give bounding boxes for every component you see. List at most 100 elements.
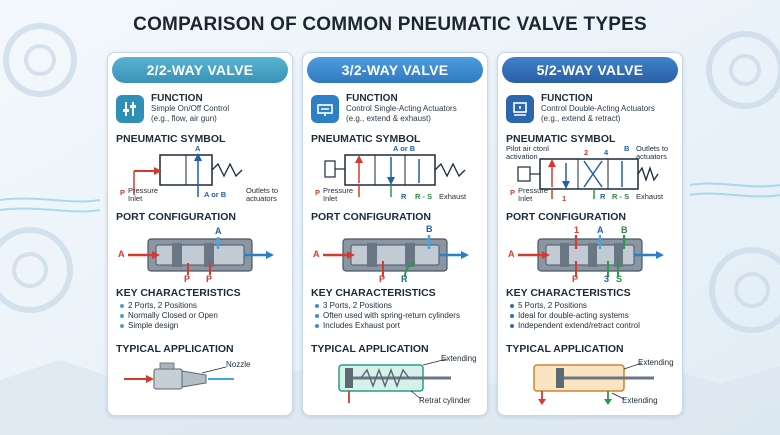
ports-title: PORT CONFIGURATION bbox=[506, 211, 626, 223]
port-p-label: P bbox=[510, 188, 516, 197]
pneumatic-symbol: A P Pressure Inlet A or B Outlets to act… bbox=[114, 145, 286, 207]
function-desc-line1: Simple On/Off Control bbox=[151, 104, 230, 113]
port-p-label: P bbox=[120, 188, 126, 197]
actuators-label: actuators bbox=[246, 194, 277, 203]
port-p2: P bbox=[206, 274, 213, 284]
port-p1: P bbox=[184, 274, 191, 284]
function-row: FUNCTION Simple On/Off Control (e.g., fl… bbox=[116, 93, 284, 129]
valve-slider-icon bbox=[116, 95, 144, 123]
list-item: 3 Ports, 2 Positions bbox=[315, 301, 477, 311]
list-item: Often used with spring-return cylinders bbox=[315, 311, 477, 321]
function-title: FUNCTION bbox=[346, 93, 398, 104]
extending-label-2: Extending bbox=[622, 396, 658, 405]
port-a-label: A bbox=[195, 144, 201, 153]
card-header: 2/2-WAY VALVE bbox=[112, 57, 288, 83]
pressure-label: Pressure bbox=[128, 186, 159, 195]
exhaust-label: Exhaust bbox=[636, 192, 664, 201]
inlet-label: Inlet bbox=[128, 194, 143, 203]
characteristics-list: 2 Ports, 2 Positions Normally Closed or … bbox=[120, 301, 282, 339]
list-item: Normally Closed or Open bbox=[120, 311, 282, 321]
actuators-label: actuators bbox=[636, 152, 667, 161]
port-a-top: A bbox=[215, 226, 222, 236]
characteristics-list: 3 Ports, 2 Positions Often used with spr… bbox=[315, 301, 477, 339]
function-desc-line1: Control Double-Acting Actuators bbox=[541, 104, 655, 113]
application-title: TYPICAL APPLICATION bbox=[506, 343, 624, 355]
function-desc-line2: (e.g., extend & exhaust) bbox=[346, 114, 431, 123]
list-item: 2 Ports, 2 Positions bbox=[120, 301, 282, 311]
a-or-b-label: A or B bbox=[393, 144, 416, 153]
port-1-label: 1 bbox=[562, 194, 567, 203]
characteristics-list: 5 Ports, 2 Positions Ideal for double-ac… bbox=[510, 301, 672, 339]
port-p: P bbox=[379, 274, 386, 284]
symbol-title: PNEUMATIC SYMBOL bbox=[506, 133, 616, 145]
application-title: TYPICAL APPLICATION bbox=[116, 343, 234, 355]
ports-title: PORT CONFIGURATION bbox=[116, 211, 236, 223]
port-a-left: A bbox=[508, 249, 515, 259]
port-a-left: A bbox=[118, 249, 125, 259]
application-diagram: Nozzle bbox=[114, 355, 286, 413]
symbol-title: PNEUMATIC SYMBOL bbox=[311, 133, 421, 145]
inlet-label: Inlet bbox=[323, 194, 338, 203]
function-desc-line1: Control Single-Acting Actuators bbox=[346, 104, 457, 113]
exhaust-label: Exhaust bbox=[439, 192, 467, 201]
function-desc-line2: (e.g., flow, air gun) bbox=[151, 114, 217, 123]
port-4-label: 4 bbox=[604, 148, 609, 157]
ports-title: PORT CONFIGURATION bbox=[311, 211, 431, 223]
port-p: P bbox=[572, 274, 579, 284]
port-2-label: 2 bbox=[584, 148, 589, 157]
characteristics-title: KEY CHARACTERISTICS bbox=[311, 287, 436, 299]
function-title: FUNCTION bbox=[541, 93, 593, 104]
port-configuration: A A P P bbox=[114, 225, 286, 284]
port-r-label: R bbox=[600, 192, 606, 201]
r-s-label: R - S bbox=[415, 192, 433, 201]
pneumatic-symbol: Pilot air ctonl activation 2 4 B Outlets… bbox=[504, 145, 676, 207]
extending-label: Extending bbox=[638, 358, 674, 367]
list-item: Ideal for double-acting systems bbox=[510, 311, 672, 321]
card-3-2-way-valve: 3/2-WAY VALVE FUNCTION Control Single-Ac… bbox=[302, 52, 488, 416]
nozzle-label: Nozzle bbox=[226, 360, 251, 369]
valve-actuator-icon bbox=[311, 95, 339, 123]
port-b-top: B bbox=[426, 224, 433, 234]
card-2-2-way-valve: 2/2-WAY VALVE FUNCTION Simple On/Off Con… bbox=[107, 52, 293, 416]
outlets-label: Outlets to bbox=[636, 144, 669, 153]
port-r: R bbox=[401, 274, 408, 284]
port-1-top: 1 bbox=[574, 225, 580, 235]
port-3: 3 bbox=[604, 274, 610, 284]
pilot-air-label: Pilot air ctonl bbox=[506, 144, 549, 153]
function-row: FUNCTION Control Single-Acting Actuators… bbox=[311, 93, 479, 129]
port-b-label: B bbox=[624, 144, 630, 153]
port-configuration: A 1 A B P 3 S bbox=[504, 225, 676, 284]
card-header: 5/2-WAY VALVE bbox=[502, 57, 678, 83]
port-s: S bbox=[616, 274, 623, 284]
card-header: 3/2-WAY VALVE bbox=[307, 57, 483, 83]
port-configuration: A B P R bbox=[309, 224, 481, 284]
r-s-label: R - S bbox=[612, 192, 630, 201]
list-item: Includes Exhaust port bbox=[315, 321, 477, 331]
pneumatic-symbol: A or B P Pressure Inlet R R - S Exhaust bbox=[309, 145, 481, 207]
retract-cylinder-label: Retrat cylinder bbox=[419, 396, 471, 405]
function-desc-line2: (e.g., extend & retract) bbox=[541, 114, 621, 123]
function-title: FUNCTION bbox=[151, 93, 203, 104]
pressure-label: Pressure bbox=[323, 186, 354, 195]
a-or-b-label: A or B bbox=[204, 190, 227, 199]
port-b-top: B bbox=[621, 225, 628, 235]
page-title: COMPARISON OF COMMON PNEUMATIC VALVE TYP… bbox=[133, 14, 647, 35]
characteristics-title: KEY CHARACTERISTICS bbox=[506, 287, 631, 299]
valve-double-icon bbox=[506, 95, 534, 123]
characteristics-title: KEY CHARACTERISTICS bbox=[116, 287, 241, 299]
application-diagram: Extending Extending bbox=[504, 355, 676, 413]
list-item: Independent extend/retract control bbox=[510, 321, 672, 331]
symbol-title: PNEUMATIC SYMBOL bbox=[116, 133, 226, 145]
port-r-label: R bbox=[401, 192, 407, 201]
port-p-label: P bbox=[315, 188, 321, 197]
port-a-left: A bbox=[313, 249, 320, 259]
application-title: TYPICAL APPLICATION bbox=[311, 343, 429, 355]
list-item: Simple design bbox=[120, 321, 282, 331]
inlet-label: Inlet bbox=[518, 194, 533, 203]
card-5-2-way-valve: 5/2-WAY VALVE FUNCTION Control Double-Ac… bbox=[497, 52, 683, 416]
activation-label: activation bbox=[506, 152, 538, 161]
pressure-label: Pressure bbox=[518, 186, 549, 195]
outlets-label: Outlets to bbox=[246, 186, 279, 195]
list-item: 5 Ports, 2 Positions bbox=[510, 301, 672, 311]
port-a-top: A bbox=[597, 225, 604, 235]
